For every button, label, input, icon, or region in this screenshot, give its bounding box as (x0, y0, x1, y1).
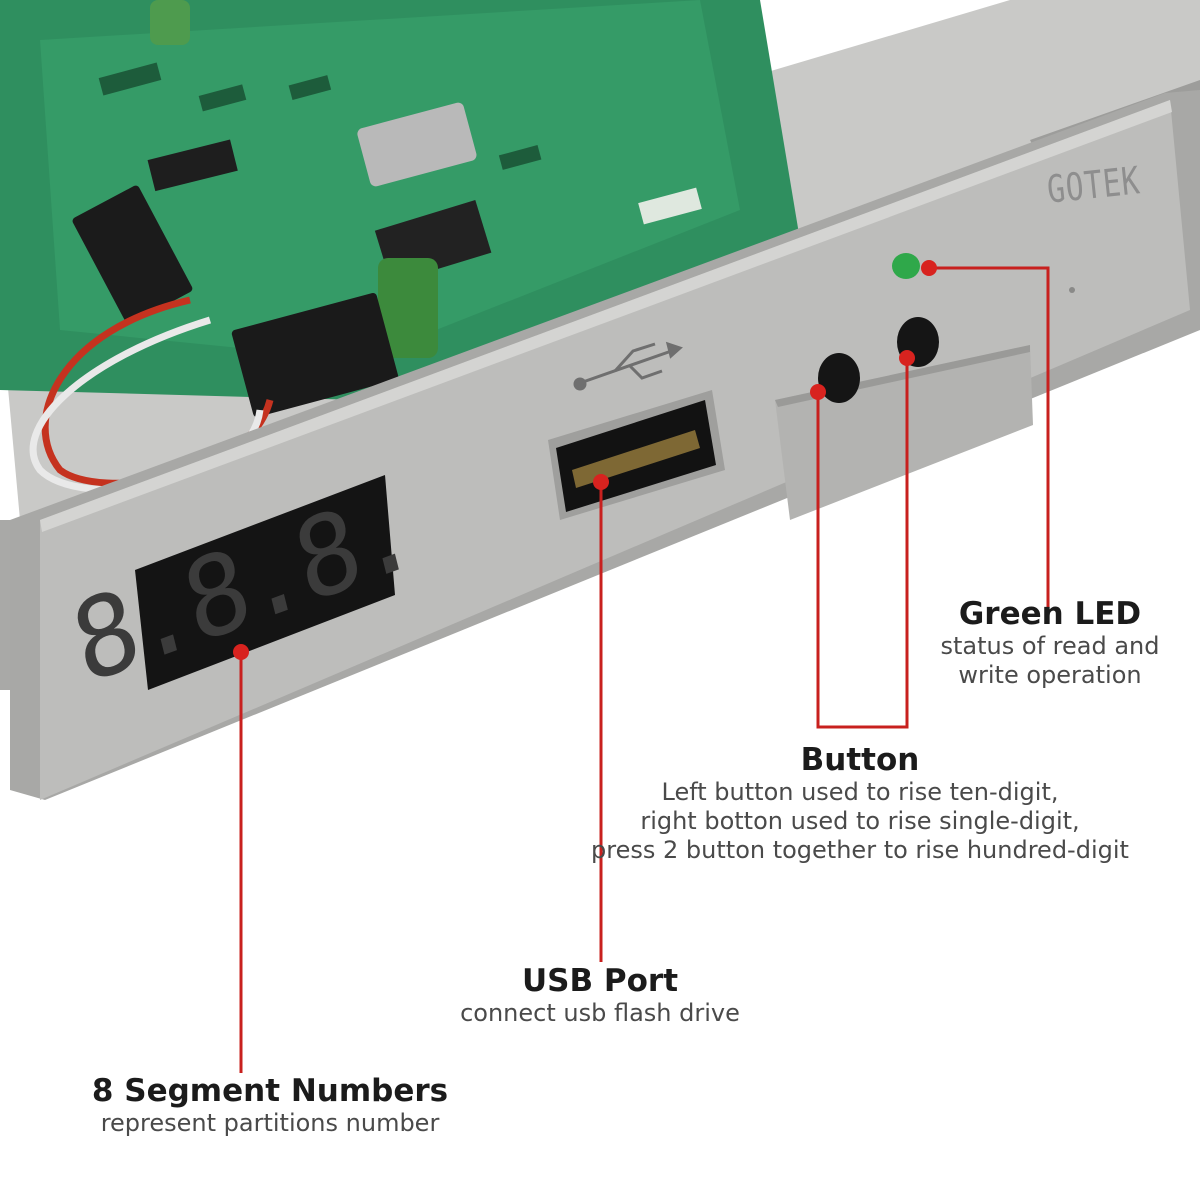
usb-port-callout: USB Port connect usb flash drive (400, 963, 800, 1028)
button-callout: Button Left button used to rise ten-digi… (560, 742, 1160, 865)
button-desc-line-2: right botton used to rise single-digit, (640, 807, 1080, 835)
button-title: Button (800, 742, 920, 778)
left-button (818, 353, 860, 403)
green-led (892, 253, 920, 279)
leader-lines (239, 266, 1050, 1073)
ic-chip-small (147, 139, 238, 192)
segments-desc-line-1: represent partitions number (100, 1109, 440, 1137)
green-led-title: Green LED (958, 596, 1142, 632)
green-led-callout: Green LED status of read and write opera… (900, 596, 1200, 690)
leader-dots (233, 260, 937, 660)
usb-icon (573, 341, 683, 391)
green-led-desc-line-2: write operation (958, 661, 1142, 689)
led-leader (929, 266, 1050, 612)
usb-port-desc-line-1: connect usb flash drive (460, 999, 740, 1027)
crystal (357, 102, 477, 187)
usb-port-title: USB Port (521, 963, 679, 999)
green-led-desc-line-1: status of read and (940, 632, 1160, 660)
button-leader (816, 358, 909, 729)
button-desc-line-1: Left button used to rise ten-digit, (661, 778, 1059, 806)
segments-callout: 8 Segment Numbers represent partitions n… (50, 1073, 490, 1138)
connector (231, 293, 399, 417)
segments-title: 8 Segment Numbers (91, 1073, 449, 1109)
button-desc-line-3: press 2 button together to rise hundred-… (591, 836, 1129, 864)
capacitor (378, 258, 438, 358)
